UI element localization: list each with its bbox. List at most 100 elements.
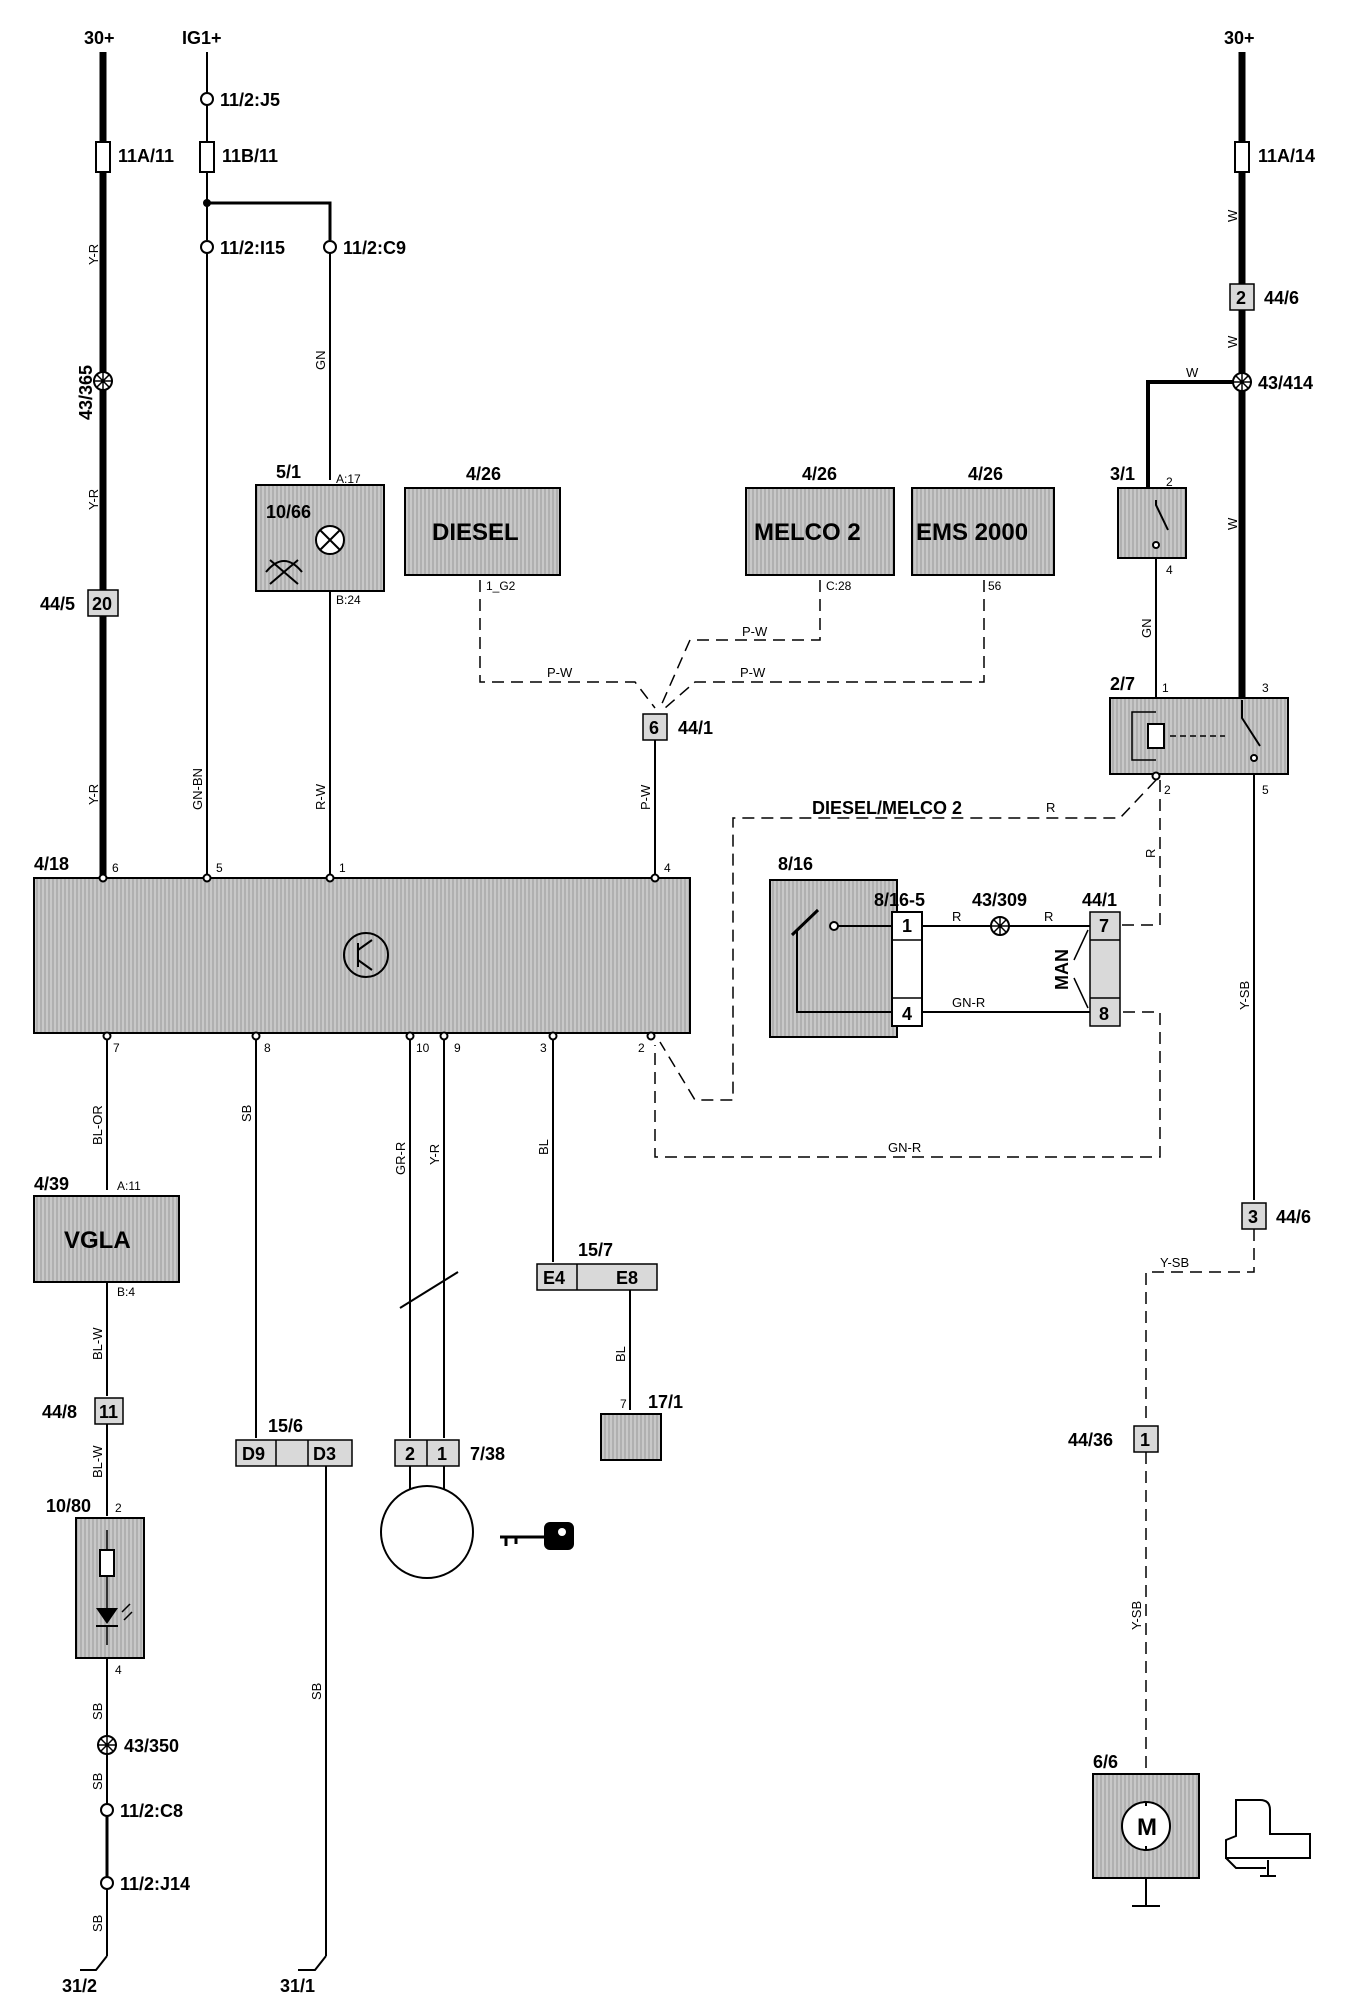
- component-10-80-pin-bot: 4: [115, 1663, 122, 1677]
- wire-pw4: P-W: [638, 784, 653, 810]
- pin-1g2: 1_G2: [486, 579, 516, 593]
- component-melco: [745, 487, 895, 576]
- pin-b24: B:24: [336, 593, 361, 607]
- vgla-pin-bot: B:4: [117, 1285, 135, 1299]
- fuse-11a-11-label: 11A/11: [118, 146, 174, 166]
- component-17-1-label: 17/1: [648, 1392, 683, 1412]
- wire-r2: R: [1143, 849, 1158, 858]
- connector-44-8-label: 44/8: [42, 1402, 77, 1422]
- connector-44-1-man-pin-a: 7: [1099, 916, 1109, 936]
- connector-7-38-pin-b: 1: [437, 1444, 447, 1464]
- motor-6-6-label: 6/6: [1093, 1752, 1118, 1772]
- module-4-18: [33, 877, 691, 1034]
- component-10-80: [75, 1517, 145, 1659]
- connector-44-1-man: [1089, 911, 1121, 1027]
- wire-rw: R-W: [313, 783, 328, 810]
- wire-ysb1: Y-SB: [1237, 981, 1252, 1010]
- vgla-pin-top: A:11: [117, 1179, 141, 1193]
- vgla-name: VGLA: [64, 1227, 131, 1254]
- component-3-1: [1117, 487, 1187, 559]
- wire-pw1: P-W: [547, 665, 573, 680]
- fuse-11b-11: [199, 141, 215, 173]
- car-seat-icon: [1225, 1799, 1311, 1877]
- switch-8-16: [769, 879, 898, 1038]
- component-diesel: [404, 487, 561, 576]
- splice-43-309: [990, 916, 1010, 936]
- junction-j5-label: 11/2:J5: [220, 90, 280, 110]
- connector-44-36-pin: 1: [1140, 1430, 1150, 1450]
- pin-c28: C:28: [826, 579, 852, 593]
- vgla-id: 4/39: [34, 1174, 69, 1194]
- wire-pw3: P-W: [740, 665, 766, 680]
- relay-2-7: [1109, 697, 1289, 775]
- connector-15-7-pin-b: E8: [616, 1268, 638, 1288]
- wire-yr4: Y-R: [427, 1144, 442, 1165]
- junction-c8: [100, 1803, 114, 1817]
- wire-gnr1: GN-R: [952, 995, 985, 1010]
- connector-44-5-pin: 20: [92, 594, 112, 614]
- wire-gn2: GN: [1139, 619, 1154, 639]
- variant-label: DIESEL/MELCO 2: [812, 798, 962, 818]
- wire-blor: BL-OR: [90, 1105, 105, 1145]
- component-17-1-pin: 7: [620, 1397, 627, 1411]
- component-10-66-label: 10/66: [266, 502, 311, 522]
- wire-yr2: Y-R: [86, 489, 101, 510]
- component-melco-name: MELCO 2: [754, 519, 861, 546]
- supply-ig1: IG1+: [182, 28, 222, 48]
- wire-blw1: BL-W: [90, 1327, 105, 1360]
- wire-yr1: Y-R: [86, 244, 101, 265]
- wire-sb3: SB: [90, 1773, 105, 1790]
- component-ems-name: EMS 2000: [916, 519, 1028, 546]
- pin-3-1-top: 2: [1166, 475, 1173, 489]
- connector-44-1: [642, 713, 668, 741]
- module-pin-top-0: 6: [112, 861, 119, 875]
- module-pin-bot-0: 7: [113, 1041, 120, 1055]
- wire-sb4: SB: [90, 1915, 105, 1932]
- key-icon: [500, 1522, 574, 1550]
- relay-pin-2: 2: [1164, 783, 1171, 797]
- module-pin-top-1: 5: [216, 861, 223, 875]
- switch-8-16-label: 8/16: [778, 854, 813, 874]
- connector-44-5-label: 44/5: [40, 594, 75, 614]
- connector-7-38-pin-a: 2: [405, 1444, 415, 1464]
- component-ems-id: 4/26: [968, 464, 1003, 484]
- splice-43-350-label: 43/350: [124, 1736, 179, 1756]
- wire-r4: R: [1044, 909, 1053, 924]
- junction-j14: [100, 1876, 114, 1890]
- transistor-icon: [343, 932, 389, 978]
- junction-i15-label: 11/2:I15: [220, 238, 285, 258]
- junction-j5: [200, 92, 214, 106]
- wire-r1: R: [1046, 800, 1055, 815]
- component-ems: [911, 487, 1055, 576]
- connector-8-16-5-pin-a: 1: [902, 916, 912, 936]
- wiper-warning-icon: [265, 559, 303, 585]
- wire-pw2: P-W: [742, 624, 768, 639]
- wire-gn1: GN: [313, 351, 328, 371]
- connector-8-16-5-pin-b: 4: [902, 1004, 912, 1024]
- connector-15-7-pin-a: E4: [543, 1268, 565, 1288]
- wire-gnr2: GN-R: [888, 1140, 921, 1155]
- wire-sb-31-1: SB: [309, 1683, 324, 1700]
- component-10-80-label: 10/80: [46, 1496, 91, 1516]
- component-melco-id: 4/26: [802, 464, 837, 484]
- module-pin-bot-5: 2: [638, 1041, 645, 1055]
- module-pin-bot-1: 8: [264, 1041, 271, 1055]
- component-10-80-pin-top: 2: [115, 1501, 122, 1515]
- connector-15-7: [536, 1263, 658, 1291]
- relay-pin-3: 3: [1262, 681, 1269, 695]
- wire-blw2: BL-W: [90, 1445, 105, 1478]
- module-4-18-label: 4/18: [34, 854, 69, 874]
- component-diesel-name: DIESEL: [432, 519, 519, 546]
- wire-sb1: SB: [239, 1105, 254, 1122]
- wire-r3: R: [952, 909, 961, 924]
- splice-43-365-label: 43/365: [76, 365, 96, 420]
- antenna-coil-icon: [380, 1485, 474, 1579]
- connector-8-16-5: [891, 911, 923, 1027]
- pin-3-1-bot: 4: [1166, 563, 1173, 577]
- connector-44-6-top-pin: 2: [1236, 288, 1246, 308]
- fuse-11a-14: [1234, 141, 1250, 173]
- wire-grr: GR-R: [393, 1142, 408, 1175]
- connector-8-16-5-label: 8/16-5: [874, 890, 925, 910]
- supply-30-right: 30+: [1224, 28, 1255, 48]
- wire-sb2: SB: [90, 1703, 105, 1720]
